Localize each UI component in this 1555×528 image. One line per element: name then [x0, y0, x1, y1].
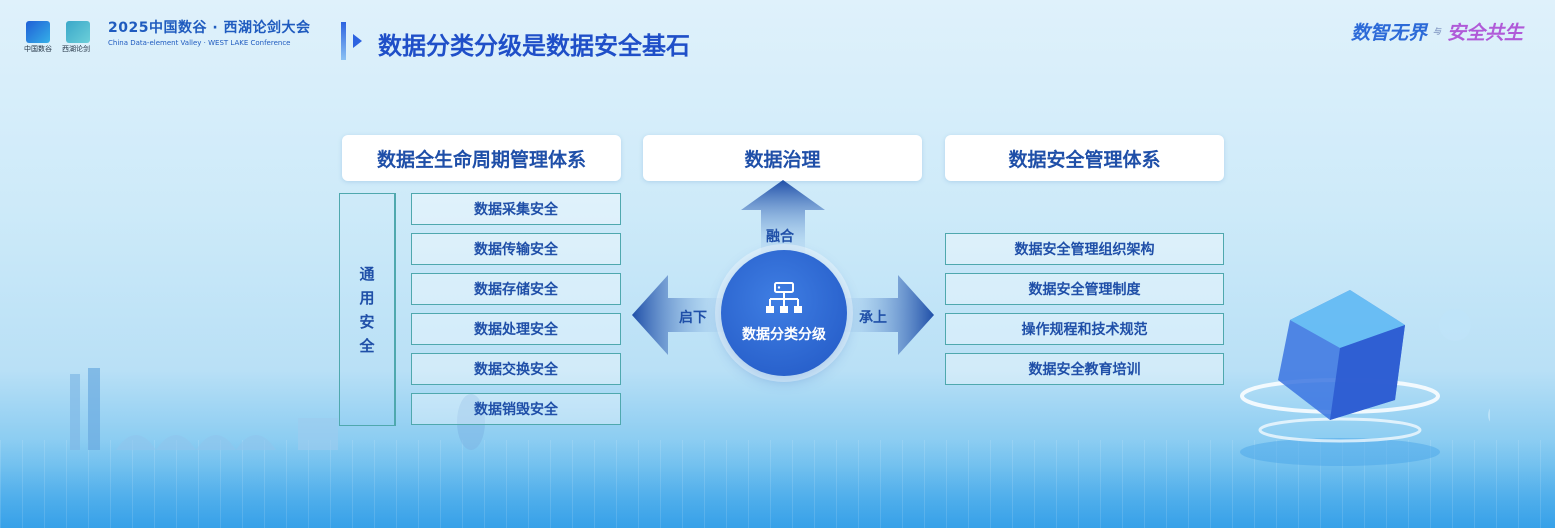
data-cube-illustration [1240, 290, 1490, 466]
logo-caption-1: 中国数谷 [24, 45, 52, 53]
list-item-collection: 数据采集安全 [411, 193, 621, 225]
group-divider [394, 193, 396, 426]
vertical-label-char: 通 [359, 264, 375, 283]
circle-label: 数据分类分级 [742, 327, 826, 343]
right-panel-title: 数据安全管理体系 [945, 135, 1224, 181]
left-label: 启下 [679, 310, 707, 326]
slogan-part2: 安全共生 [1446, 22, 1523, 44]
logo-text: 2025中国数谷 · 西湖论剑大会 China Data-element Val… [108, 17, 311, 47]
list-item-org-structure: 数据安全管理组织架构 [945, 233, 1224, 265]
up-label: 融合 [766, 229, 794, 245]
logo-line2: China Data-element Valley · WEST LAKE Co… [108, 39, 291, 47]
slogan-separator: 与 [1432, 27, 1441, 36]
list-item-exchange: 数据交换安全 [411, 353, 621, 385]
slogan: 数智无界 与 安全共生 [1351, 18, 1523, 45]
conference-logo: 中国数谷 西湖论剑 2025中国数谷 · 西湖论剑大会 China Data-e… [24, 16, 311, 53]
center-panel-title: 数据治理 [643, 135, 922, 181]
list-item-destruction: 数据销毁安全 [411, 393, 621, 425]
slogan-part1: 数智无界 [1350, 22, 1427, 44]
arrow-right-icon [842, 275, 934, 355]
list-item-education: 数据安全教育培训 [945, 353, 1224, 385]
right-label: 承上 [859, 310, 887, 326]
vertical-label-char: 安 [359, 312, 375, 331]
hierarchy-icon [766, 282, 802, 313]
title-accent-bar [341, 22, 346, 60]
city-skyline-illustration [70, 368, 485, 450]
arrow-up-icon [741, 180, 825, 255]
logo-caption-2: 西湖论剑 [62, 45, 90, 53]
vertical-label-char: 全 [359, 336, 375, 355]
west-lake-logo-icon: 西湖论剑 [62, 21, 90, 53]
general-security-group: 通 用 安 全 [339, 193, 394, 426]
data-valley-logo-icon: 中国数谷 [24, 21, 52, 53]
title-arrow-icon [353, 34, 362, 48]
list-item-transmission: 数据传输安全 [411, 233, 621, 265]
logo-line1: 2025中国数谷 · 西湖论剑大会 [108, 20, 311, 36]
list-item-storage: 数据存储安全 [411, 273, 621, 305]
left-panel-title: 数据全生命周期管理体系 [342, 135, 621, 181]
page-title: 数据分类分级是数据安全基石 [378, 32, 690, 60]
arrow-left-icon [632, 275, 725, 355]
list-item-procedures: 操作规程和技术规范 [945, 313, 1224, 345]
classification-circle: 数据分类分级 [721, 250, 847, 376]
flow-arrows [632, 180, 934, 355]
list-item-processing: 数据处理安全 [411, 313, 621, 345]
vertical-label-char: 用 [359, 288, 375, 307]
list-item-management-rules: 数据安全管理制度 [945, 273, 1224, 305]
